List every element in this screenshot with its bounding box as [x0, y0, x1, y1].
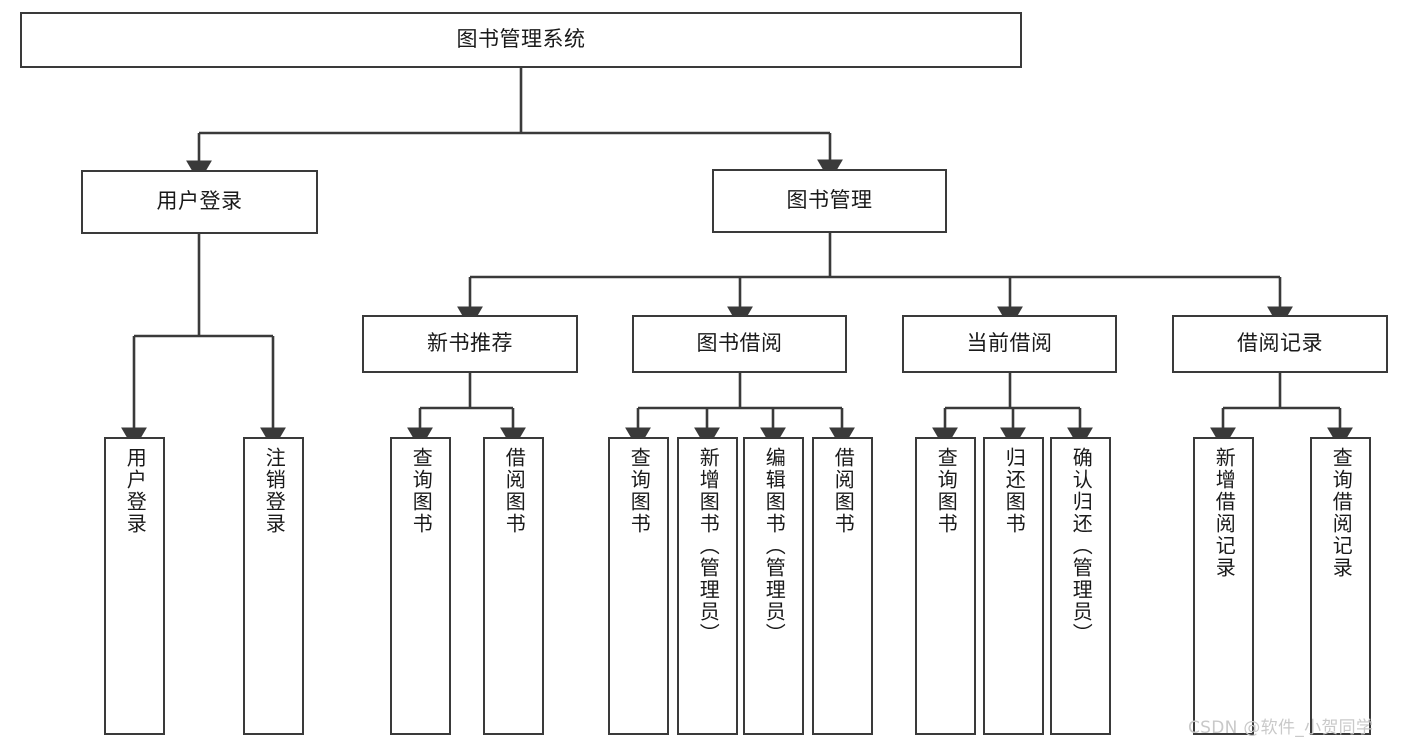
node-label: 用户登录	[156, 189, 243, 214]
leaf-edit-book-admin[interactable]: 编辑图书（管理员）	[743, 437, 804, 735]
node-label: 新增借阅记录	[1212, 447, 1237, 579]
leaf-borrow-book-bb[interactable]: 借阅图书	[812, 437, 873, 735]
leaf-logout[interactable]: 注销登录	[243, 437, 304, 735]
node-current-borrow[interactable]: 当前借阅	[902, 315, 1117, 373]
node-label: 查询借阅记录	[1329, 447, 1354, 579]
node-label: 借阅记录	[1237, 331, 1323, 356]
leaf-return-book[interactable]: 归还图书	[983, 437, 1044, 735]
leaf-add-borrow-record[interactable]: 新增借阅记录	[1193, 437, 1254, 735]
node-label: 查询图书	[627, 447, 652, 535]
node-label: 图书借阅	[696, 331, 783, 356]
node-label: 图书管理系统	[456, 27, 586, 52]
node-label: 新增图书（管理员）	[696, 447, 721, 645]
leaf-add-book-admin[interactable]: 新增图书（管理员）	[677, 437, 738, 735]
node-book-management[interactable]: 图书管理	[712, 169, 947, 233]
node-root[interactable]: 图书管理系统	[20, 12, 1022, 68]
leaf-query-book-cb[interactable]: 查询图书	[915, 437, 976, 735]
node-label: 借阅图书	[831, 447, 856, 535]
node-label: 图书管理	[786, 188, 873, 213]
leaf-query-book-nbr[interactable]: 查询图书	[390, 437, 451, 735]
node-label: 借阅图书	[502, 447, 527, 535]
node-book-borrow[interactable]: 图书借阅	[632, 315, 847, 373]
node-label: 查询图书	[934, 447, 959, 535]
node-label: 归还图书	[1002, 447, 1027, 535]
leaf-query-borrow-record[interactable]: 查询借阅记录	[1310, 437, 1371, 735]
node-label: 编辑图书（管理员）	[762, 447, 787, 645]
leaf-borrow-book-nbr[interactable]: 借阅图书	[483, 437, 544, 735]
node-label: 注销登录	[262, 447, 287, 535]
leaf-confirm-return-admin[interactable]: 确认归还（管理员）	[1050, 437, 1111, 735]
leaf-user-login[interactable]: 用户登录	[104, 437, 165, 735]
node-label: 当前借阅	[966, 331, 1053, 356]
leaf-query-book-bb[interactable]: 查询图书	[608, 437, 669, 735]
watermark-credit: CSDN @软件_小贺同学	[1188, 718, 1374, 738]
node-label: 用户登录	[123, 447, 148, 535]
node-label: 查询图书	[409, 447, 434, 535]
node-new-book-recommend[interactable]: 新书推荐	[362, 315, 578, 373]
node-label: 新书推荐	[427, 331, 513, 356]
node-label: 确认归还（管理员）	[1069, 447, 1094, 645]
node-user-login[interactable]: 用户登录	[81, 170, 318, 234]
node-borrow-record[interactable]: 借阅记录	[1172, 315, 1388, 373]
